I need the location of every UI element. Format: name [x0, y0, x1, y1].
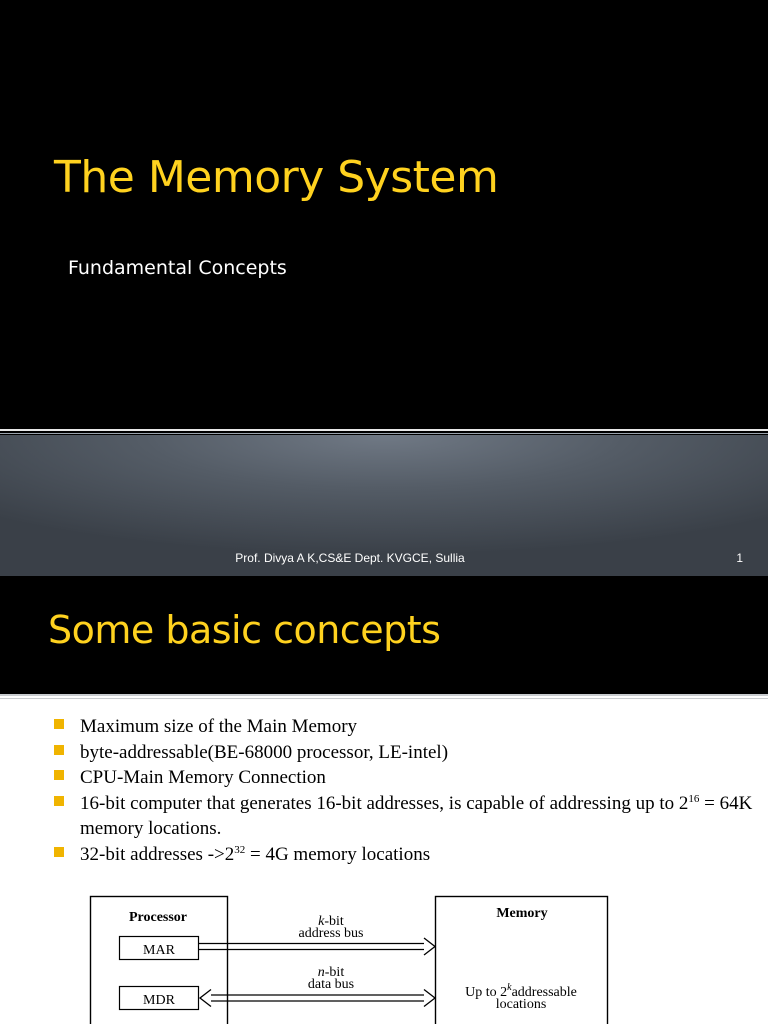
memory-box [434, 895, 609, 1024]
data-bus-arrow [198, 988, 437, 1008]
square-bullet-icon [54, 719, 64, 729]
mdr-label: MDR [143, 993, 176, 1008]
divider [0, 433, 768, 434]
data-bus-label: data bus [308, 977, 354, 992]
memory-capacity-text: Up to 2kaddressable [465, 982, 577, 1000]
bullet-item: byte-addressable(BE-68000 processor, LE-… [54, 740, 754, 766]
mdr-register [118, 985, 200, 1011]
square-bullet-icon [54, 846, 64, 857]
slide-subtitle: Fundamental Concepts [68, 257, 287, 279]
bullet-text: 32-bit addresses ->2 [80, 843, 235, 865]
address-bus-arrow [199, 937, 437, 956]
slide-header: Some basic concepts [0, 576, 768, 694]
slide-title: The Memory System [54, 152, 499, 203]
processor-box [89, 895, 229, 1024]
address-bus-width: k-bit [318, 914, 344, 929]
bullet-text: Maximum size of the Main Memory [80, 716, 358, 737]
bullet-list: Maximum size of the Main Memory byte-add… [54, 714, 754, 867]
processor-label: Processor [129, 910, 187, 925]
divider [0, 694, 768, 696]
bullet-text: = 64K memory locations. [80, 792, 753, 840]
divider [0, 429, 768, 431]
memory-capacity-text-line2: locations [496, 997, 547, 1012]
square-bullet-icon [54, 744, 64, 755]
slide-footer: Prof. Divya A K,CS&E Dept. KVGCE, Sullia [235, 551, 465, 565]
square-bullet-icon [54, 770, 64, 780]
bullet-item: 32-bit addresses ->232 = 4G memory locat… [54, 842, 754, 868]
square-bullet-icon [54, 795, 64, 806]
footer-band [0, 435, 768, 576]
slide-title: Some basic concepts [48, 608, 441, 652]
bullet-text: 16-bit computer that generates 16-bit ad… [80, 792, 689, 814]
mar-label: MAR [143, 943, 176, 958]
divider [0, 698, 768, 699]
bullet-item: CPU-Main Memory Connection [54, 765, 754, 791]
bullet-text: = 4G memory locations [245, 843, 431, 865]
mar-register [118, 935, 200, 961]
exponent: 32 [234, 843, 246, 856]
page-number: 1 [736, 551, 743, 565]
memory-label: Memory [496, 906, 547, 921]
title-slide: The Memory System Fundamental Concepts P… [0, 152, 768, 576]
data-bus-width: n-bit [318, 965, 345, 980]
exponent: 16 [688, 792, 700, 805]
bullet-item: Maximum size of the Main Memory [54, 714, 754, 740]
bullet-text: byte-addressable(BE-68000 processor, LE-… [80, 741, 449, 763]
bullet-text: CPU-Main Memory Connection [80, 767, 326, 788]
bullet-item: 16-bit computer that generates 16-bit ad… [54, 791, 754, 842]
content-slide: Some basic concepts Maximum size of the … [0, 576, 768, 1024]
address-bus-label: address bus [299, 926, 364, 941]
